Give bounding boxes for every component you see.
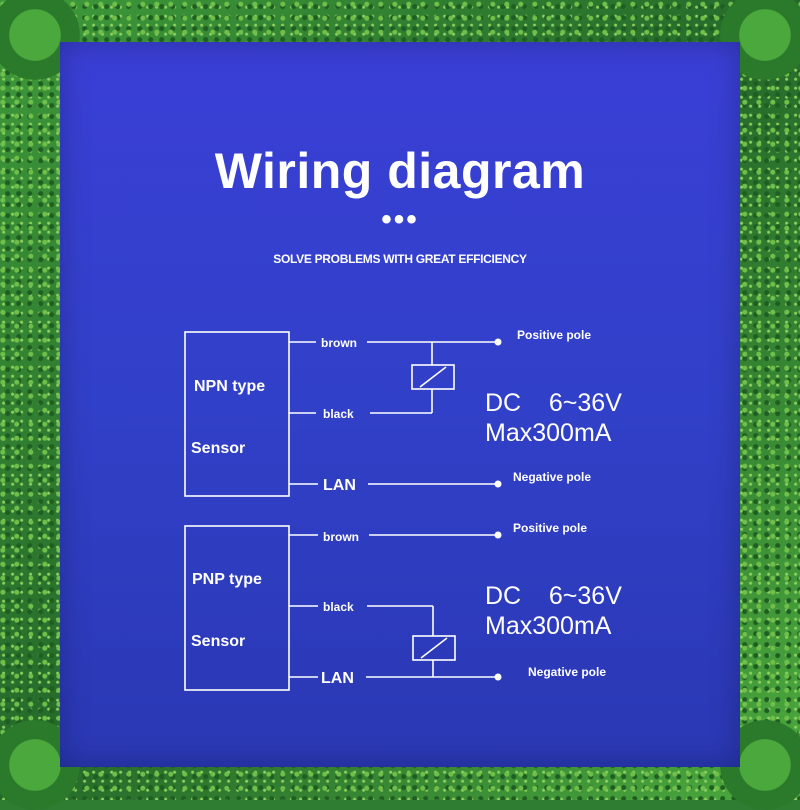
npn-relay-slash (420, 367, 446, 387)
npn-lan-label: LAN (323, 477, 356, 494)
pnp-sensor-label: Sensor (191, 633, 245, 650)
pnp-relay-slash (421, 638, 447, 658)
npn-negative-label: Negative pole (513, 470, 591, 484)
pnp-sensor-box (185, 526, 289, 690)
npn-negative-terminal (495, 481, 502, 488)
npn-max-spec: Max300mA (485, 419, 612, 447)
npn-positive-terminal (495, 339, 502, 346)
npn-positive-label: Positive pole (517, 328, 591, 342)
pnp-positive-label: Positive pole (513, 521, 587, 535)
pnp-black-label: black (323, 600, 354, 614)
npn-sensor-label: Sensor (191, 440, 245, 457)
pnp-brown-label: brown (323, 530, 359, 544)
pnp-positive-terminal (495, 532, 502, 539)
npn-brown-label: brown (321, 336, 357, 350)
npn-type-label: NPN type (194, 378, 265, 395)
npn-sensor-box (185, 332, 289, 496)
pnp-negative-terminal (495, 674, 502, 681)
pnp-lan-label: LAN (321, 670, 354, 687)
pnp-dc-spec: DC 6~36V (485, 582, 622, 610)
pnp-max-spec: Max300mA (485, 612, 612, 640)
pnp-negative-label: Negative pole (528, 665, 606, 679)
npn-black-label: black (323, 407, 354, 421)
npn-dc-spec: DC 6~36V (485, 389, 622, 417)
pnp-type-label: PNP type (192, 571, 262, 588)
